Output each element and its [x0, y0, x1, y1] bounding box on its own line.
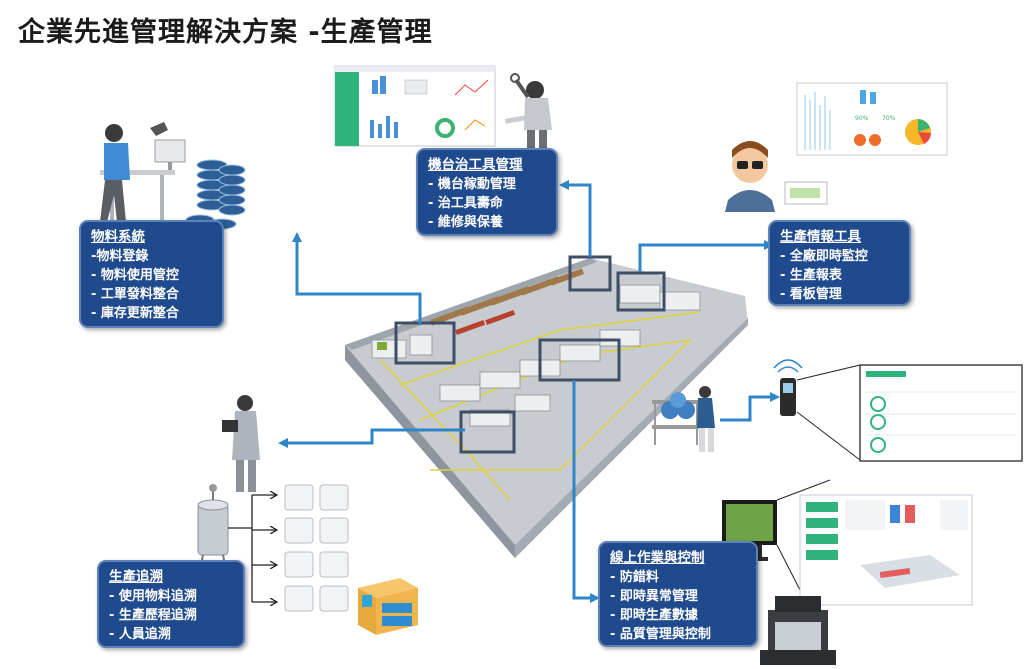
production-trace-item: - 使用物料追溯 — [109, 589, 197, 604]
production-trace-item: - 生產歷程追溯 — [109, 608, 197, 623]
material-system-item: - 物料使用管控 — [91, 268, 179, 283]
production-trace-box: 生產追溯 - 使用物料追溯 - 生產歷程追溯 - 人員追溯 — [97, 560, 245, 648]
inspection-machine-icon — [760, 596, 836, 665]
system-screenshot — [776, 479, 973, 606]
mechanic-with-wrench-icon — [504, 73, 552, 150]
technician-with-tablet-icon — [222, 395, 260, 492]
production-trace-item: - 人員追溯 — [109, 627, 171, 642]
machine-tool-item: - 機台稼動管理 — [428, 177, 516, 192]
database-stack-icon — [185, 159, 246, 230]
production-info-box: 生產情報工具 - 全廠即時監控 - 生產報表 - 看板管理 — [768, 220, 911, 306]
online-operation-item: - 防錯料 — [610, 570, 659, 585]
handheld-scanner-icon — [773, 359, 1023, 462]
svg-text:70%: 70% — [882, 115, 896, 122]
analytics-screenshot: 90% 70% — [796, 82, 948, 156]
online-operation-box: 線上作業與控制 - 防錯料 - 即時異常管理 - 即時生產數據 - 品質管理與控… — [598, 541, 758, 647]
machine-tool-item: - 維修與保養 — [428, 215, 503, 230]
material-system-box: 物料系統 -物料登錄 - 物料使用管控 - 工單發料整合 - 庫存更新整合 — [79, 220, 224, 328]
material-container-icon — [358, 578, 418, 635]
production-info-item: - 生產報表 — [780, 268, 842, 283]
machine-tool-heading: 機台治工具管理 — [428, 157, 523, 173]
online-operation-item: - 品質管理與控制 — [610, 627, 711, 642]
material-system-item: -物料登錄 — [91, 249, 149, 264]
production-info-item: - 看板管理 — [780, 287, 842, 302]
production-trace-heading: 生產追溯 — [109, 569, 163, 585]
manager-with-glasses-icon — [725, 141, 828, 212]
production-info-item: - 全廠即時監控 — [780, 249, 868, 264]
production-info-heading: 生產情報工具 — [780, 229, 861, 245]
material-system-heading: 物料系統 — [91, 229, 145, 245]
online-operation-heading: 線上作業與控制 — [610, 550, 705, 566]
svg-text:90%: 90% — [855, 115, 869, 122]
dashboard-screenshot — [334, 65, 496, 147]
machine-tool-item: - 治工具壽命 — [428, 196, 503, 211]
factory-floor-illustration — [345, 255, 748, 558]
worker-at-desk-icon — [100, 122, 186, 222]
page-title: 企業先進管理解決方案 -生產管理 — [18, 17, 433, 48]
operator-with-cart-icon — [652, 386, 715, 452]
stainless-tank-icon — [197, 484, 229, 571]
online-operation-item: - 即時生產數據 — [610, 608, 698, 623]
material-system-item: - 工單發料整合 — [91, 287, 179, 302]
machine-tool-box: 機台治工具管理 - 機台稼動管理 - 治工具壽命 - 維修與保養 — [416, 148, 558, 236]
online-operation-item: - 即時異常管理 — [610, 589, 698, 604]
material-system-item: - 庫存更新整合 — [91, 306, 179, 321]
